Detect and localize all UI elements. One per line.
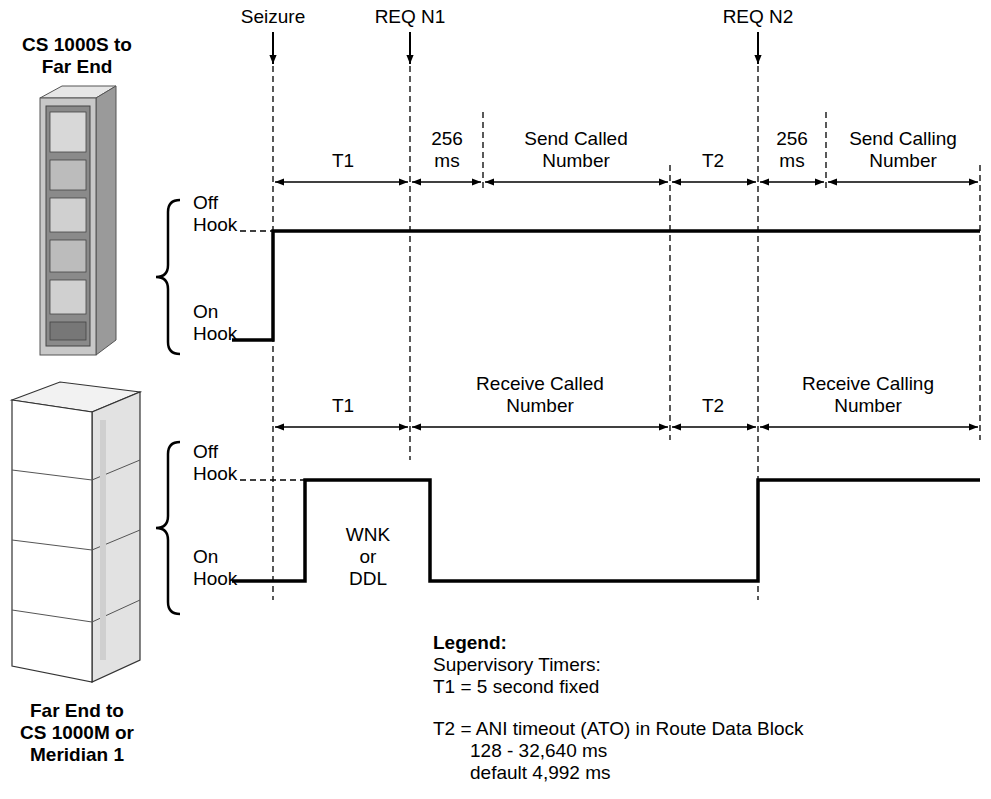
interval-arrows: [275, 182, 978, 427]
cabinet-illustration: [12, 382, 140, 682]
legend-note: Supervisory Timers:: [433, 654, 601, 676]
state-label: Off Hook: [193, 441, 245, 485]
state-label: Off Hook: [193, 192, 245, 236]
legend-note: T1 = 5 second fixed: [433, 676, 599, 698]
legend-note: default 4,992 ms: [470, 762, 610, 784]
equipment-label: CS 1000S to Far End: [16, 34, 138, 78]
time-guides: [273, 66, 980, 600]
legend-heading: Legend:: [433, 632, 507, 654]
timer-label: T1: [332, 395, 354, 417]
signal-waveform: [232, 480, 980, 581]
interval-label: Send Called Number: [501, 128, 651, 172]
state-label: On Hook: [193, 546, 245, 590]
rack-illustration: [40, 86, 116, 355]
equipment-label: Far End to CS 1000M or Meridian 1: [16, 700, 138, 766]
legend-note: 128 - 32,640 ms: [470, 740, 607, 762]
interval-label: Receive Called Number: [465, 373, 615, 417]
event-label: REQ N2: [723, 6, 794, 28]
signal-waveform: [232, 231, 980, 340]
timer-label: T1: [332, 150, 354, 172]
brace: [156, 442, 180, 614]
interval-label: Send Calling Number: [828, 128, 978, 172]
event-arrows: [273, 32, 758, 64]
interval-label: Receive Calling Number: [788, 373, 948, 417]
interval-label: 256 ms: [420, 128, 474, 172]
timer-label: T2: [702, 395, 724, 417]
event-label: REQ N1: [375, 6, 446, 28]
brace: [156, 200, 180, 354]
legend-note: T2 = ANI timeout (ATO) in Route Data Blo…: [433, 718, 803, 740]
interval-label: 256 ms: [765, 128, 819, 172]
timer-label: T2: [702, 150, 724, 172]
event-label: Seizure: [241, 6, 305, 28]
signal-label: WNK or DDL: [340, 524, 396, 590]
state-label: On Hook: [193, 301, 245, 345]
